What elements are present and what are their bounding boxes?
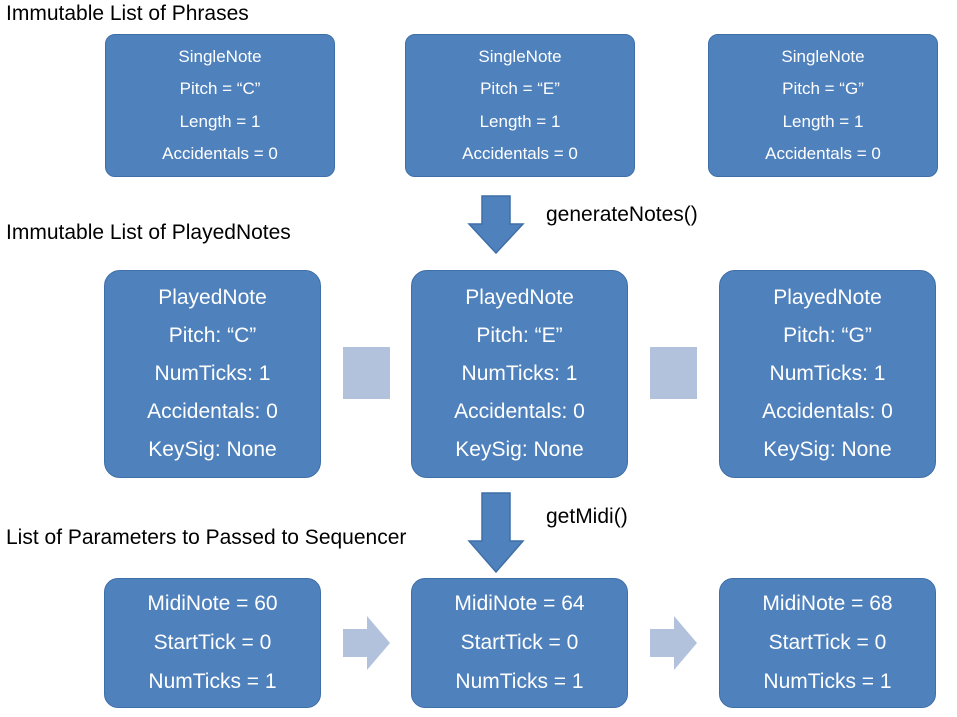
played-note-box-g: PlayedNote Pitch: “G” NumTicks: 1 Accide…	[719, 270, 936, 478]
played-note-accidentals: Accidentals: 0	[147, 400, 278, 423]
down-arrow-icon	[467, 195, 525, 255]
connector-square	[650, 347, 697, 399]
played-notes-heading: Immutable List of PlayedNotes	[6, 221, 291, 244]
num-ticks-value: NumTicks = 1	[455, 669, 584, 693]
generate-notes-label: generateNotes()	[546, 203, 698, 226]
phrase-pitch: Pitch = “G”	[782, 79, 864, 99]
right-arrow-icon	[343, 616, 390, 670]
midi-params-box-68: MidiNote = 68 StartTick = 0 NumTicks = 1	[719, 578, 936, 708]
phrase-pitch: Pitch = “E”	[480, 79, 560, 99]
phrase-box-g: SingleNote Pitch = “G” Length = 1 Accide…	[708, 34, 938, 177]
connector-square	[343, 347, 390, 399]
played-note-box-e: PlayedNote Pitch: “E” NumTicks: 1 Accide…	[411, 270, 628, 478]
played-note-accidentals: Accidentals: 0	[762, 400, 893, 423]
start-tick-value: StartTick = 0	[460, 630, 579, 654]
down-arrow-icon	[467, 492, 525, 574]
midi-note-value: MidiNote = 68	[762, 592, 893, 616]
played-note-numticks: NumTicks: 1	[769, 362, 886, 385]
phrase-accidentals: Accidentals = 0	[462, 143, 578, 163]
phrase-title: SingleNote	[178, 47, 262, 67]
phrase-title: SingleNote	[478, 47, 562, 67]
midi-params-box-60: MidiNote = 60 StartTick = 0 NumTicks = 1	[104, 578, 321, 708]
played-note-title: PlayedNote	[773, 286, 882, 309]
num-ticks-value: NumTicks = 1	[148, 669, 277, 693]
phrase-box-e: SingleNote Pitch = “E” Length = 1 Accide…	[405, 34, 635, 177]
parameters-heading: List of Parameters to Passed to Sequence…	[6, 526, 407, 549]
midi-note-value: MidiNote = 60	[147, 592, 278, 616]
phrase-title: SingleNote	[781, 47, 865, 67]
phrase-box-c: SingleNote Pitch = “C” Length = 1 Accide…	[105, 34, 335, 177]
start-tick-value: StartTick = 0	[153, 630, 272, 654]
played-note-keysig: KeySig: None	[455, 438, 584, 461]
midi-params-box-64: MidiNote = 64 StartTick = 0 NumTicks = 1	[411, 578, 628, 708]
played-note-numticks: NumTicks: 1	[154, 362, 271, 385]
played-note-title: PlayedNote	[465, 286, 574, 309]
played-note-numticks: NumTicks: 1	[461, 362, 578, 385]
phrase-accidentals: Accidentals = 0	[162, 143, 278, 163]
phrase-pitch: Pitch = “C”	[179, 79, 261, 99]
played-note-title: PlayedNote	[158, 286, 267, 309]
midi-note-value: MidiNote = 64	[454, 592, 585, 616]
right-arrow-icon	[650, 616, 697, 670]
get-midi-label: getMidi()	[546, 505, 628, 528]
phrases-heading: Immutable List of Phrases	[6, 2, 249, 25]
played-note-keysig: KeySig: None	[148, 438, 277, 461]
phrase-accidentals: Accidentals = 0	[765, 143, 881, 163]
played-note-pitch: Pitch: “E”	[476, 324, 563, 347]
played-note-accidentals: Accidentals: 0	[454, 400, 585, 423]
start-tick-value: StartTick = 0	[768, 630, 887, 654]
played-note-pitch: Pitch: “G”	[783, 324, 872, 347]
phrase-length: Length = 1	[179, 111, 261, 131]
played-note-box-c: PlayedNote Pitch: “C” NumTicks: 1 Accide…	[104, 270, 321, 478]
num-ticks-value: NumTicks = 1	[763, 669, 892, 693]
phrase-length: Length = 1	[782, 111, 864, 131]
phrase-length: Length = 1	[479, 111, 561, 131]
played-note-pitch: Pitch: “C”	[168, 324, 257, 347]
played-note-keysig: KeySig: None	[763, 438, 892, 461]
